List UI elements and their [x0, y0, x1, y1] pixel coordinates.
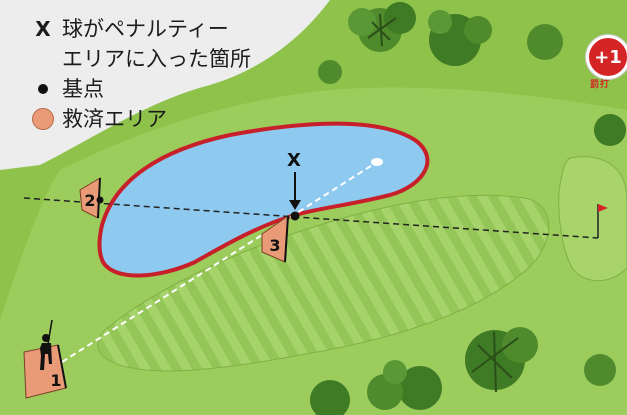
legend-dot-key	[30, 84, 56, 94]
relief-label-1: 1	[50, 371, 61, 390]
relief-area-3-edge	[284, 215, 289, 263]
out-of-bounds-area	[0, 0, 330, 170]
legend-entry-row: X 球がペナルティー	[30, 14, 251, 44]
legend-entry-text-line2: エリアに入った箇所	[62, 47, 251, 71]
flag-icon	[597, 204, 608, 238]
reference-line	[23, 197, 599, 239]
golfer-icon	[40, 319, 53, 370]
legend-reference-text: 基点	[62, 77, 104, 101]
legend-relief-text: 救済エリア	[62, 107, 167, 131]
penalty-badge-circle: +1	[586, 35, 627, 79]
relief-2-point	[96, 196, 104, 204]
relief-swatch-icon	[32, 108, 54, 130]
tree-icon	[310, 2, 626, 415]
reference-dot-icon	[38, 84, 48, 94]
entry-arrow-head	[289, 200, 301, 210]
relief-area-1-edge	[57, 344, 67, 389]
legend: X 球がペナルティー エリアに入った箇所 基点 救済エリア	[30, 14, 251, 134]
shot-line	[61, 163, 375, 363]
x-mark-icon: X	[35, 17, 51, 41]
legend-swatch-key	[30, 108, 56, 130]
legend-x-key: X	[30, 14, 56, 44]
green	[558, 156, 627, 282]
penalty-badge-icon: +1 罰打	[586, 35, 627, 90]
legend-relief-row: 救済エリア	[30, 104, 251, 134]
reference-point-dot	[290, 211, 300, 221]
entry-x-label: X	[287, 150, 301, 171]
fairway	[97, 194, 550, 372]
legend-entry-text-line1: 球がペナルティー	[62, 17, 229, 41]
relief-label-2: 2	[84, 191, 95, 210]
legend-reference-row: 基点	[30, 74, 251, 104]
penalty-badge-subtext: 罰打	[590, 80, 611, 90]
ball-splash	[371, 158, 383, 166]
relief-label-3: 3	[269, 236, 280, 255]
penalty-area-water	[97, 121, 430, 278]
